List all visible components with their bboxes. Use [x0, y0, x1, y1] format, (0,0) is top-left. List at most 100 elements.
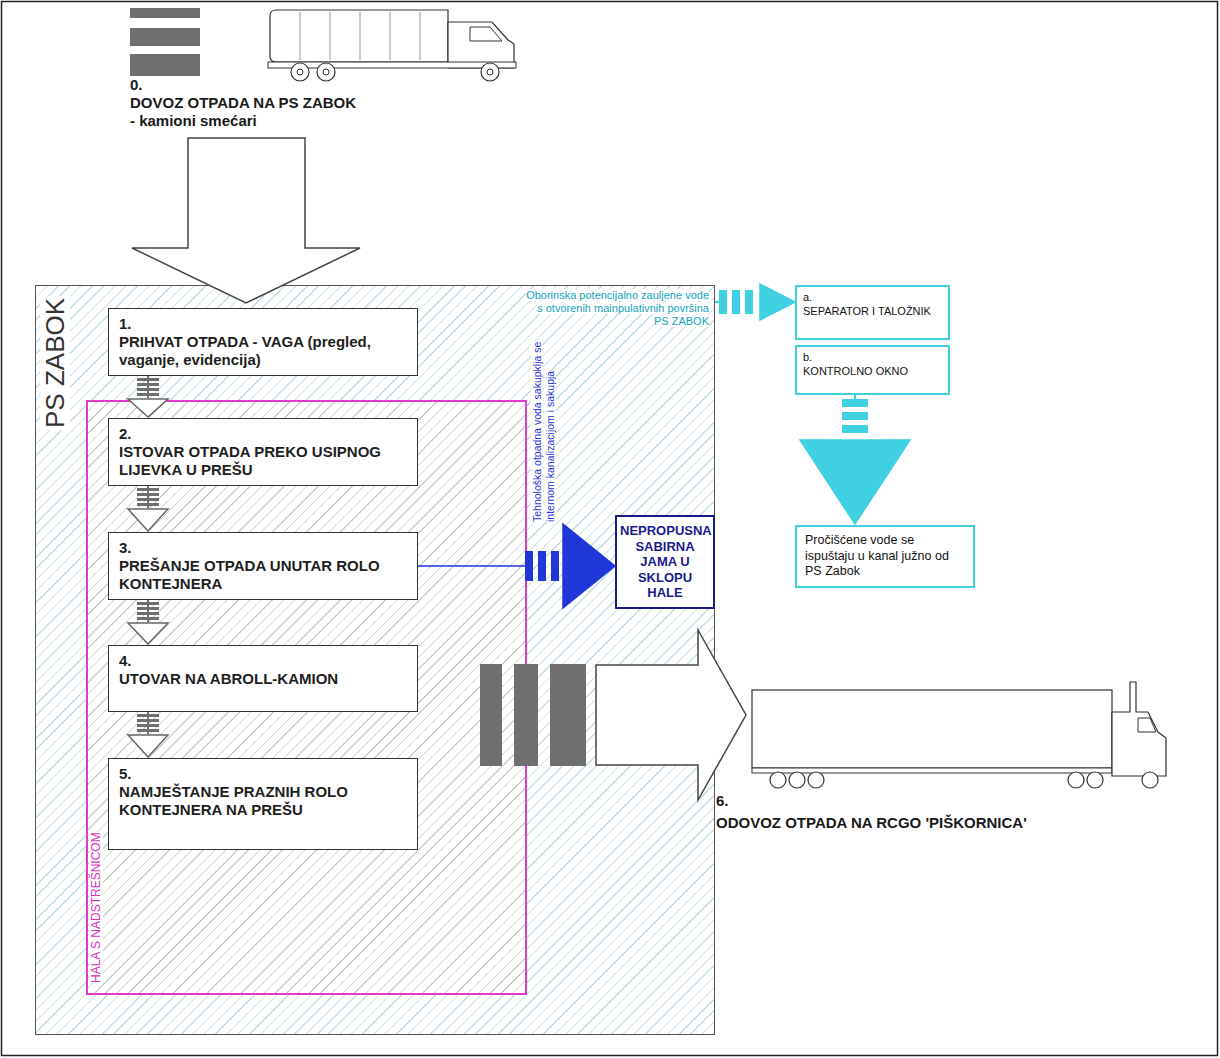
inflow-arrow	[132, 138, 360, 303]
step-number: 6.	[716, 792, 729, 810]
garbage-truck	[268, 10, 516, 81]
process-box: 4.UTOVAR NA ABROLL-KAMION	[108, 645, 418, 712]
box-text: UTOVAR NA ABROLL-KAMION	[119, 670, 407, 688]
stripe	[130, 28, 200, 46]
stripe	[551, 551, 559, 581]
connector	[800, 395, 910, 524]
process-box: 3.PREŠANJE OTPADA UNUTAR ROLO KONTEJNERA	[108, 532, 418, 600]
site-region: PS ZABOK 1.PRIHVAT OTPADA - VAGA (pregled…	[35, 285, 715, 1035]
connector	[128, 486, 168, 531]
stripe	[137, 617, 159, 620]
step-number: 2.	[119, 425, 407, 443]
label-holder: - kamioni smećari	[130, 112, 257, 130]
process-box: 1.PRIHVAT OTPADA - VAGA (pregled, vaganj…	[108, 308, 418, 376]
process-box: 5.NAMJEŠTANJE PRAZNIH ROLO KONTEJNERA NA…	[108, 758, 418, 850]
connector	[418, 524, 615, 608]
wheel	[481, 63, 499, 81]
stripe	[137, 378, 159, 381]
truck-ribs	[300, 12, 420, 60]
wheel	[808, 772, 824, 788]
stripe	[137, 612, 159, 615]
tractor-cab	[1112, 682, 1166, 776]
step-number: a.	[803, 291, 942, 305]
treatment-box: a.SEPARATOR I TALOŽNIK	[795, 285, 950, 340]
truck-window	[470, 27, 502, 41]
wheel	[291, 63, 309, 81]
connector	[128, 712, 168, 757]
step-number: 5.	[119, 765, 407, 783]
vertical-label: PS ZABOK	[40, 296, 70, 430]
box-text: ISTOVAR OTPADA PREKO USIPNOG LIJEVKA U P…	[119, 443, 407, 479]
stripe	[732, 290, 740, 314]
label-holder: 6.	[716, 792, 729, 810]
wheel	[789, 772, 805, 788]
stripe	[137, 393, 159, 396]
stripe	[137, 729, 159, 732]
hall-title: HALA S NADSTREŠNICOM	[89, 832, 103, 983]
step-label: DOVOZ OTPADA NA PS ZABOK	[130, 94, 356, 112]
stripe	[514, 664, 538, 766]
arrow-head	[563, 524, 615, 608]
edge-label-holder: Oborinska potencijalno zauljene vode s o…	[524, 289, 709, 328]
stripe	[137, 602, 159, 605]
connector	[715, 284, 795, 320]
trailer	[752, 690, 1112, 768]
step-number: 0.	[130, 76, 143, 94]
wheel	[1087, 772, 1103, 788]
semi-truck	[752, 682, 1166, 788]
outflow-arrow	[596, 630, 746, 800]
wheel	[1142, 772, 1158, 788]
arrow-head	[128, 735, 168, 757]
stripe	[550, 664, 586, 766]
wheel	[1068, 772, 1084, 788]
step-label: - kamioni smećari	[130, 112, 257, 130]
trailer-base	[752, 768, 1112, 773]
truck-body	[270, 10, 448, 62]
box-text: NEPROPUSNA SABIRNA JAMA U SKLOPU HALE	[620, 523, 710, 601]
step-number: 1.	[119, 315, 407, 333]
box-text: PREŠANJE OTPADA UNUTAR ROLO KONTEJNERA	[119, 557, 407, 593]
truck-cab	[448, 22, 514, 68]
stripe	[137, 388, 159, 391]
wheel	[317, 63, 335, 81]
stripe	[525, 551, 533, 581]
stripe	[130, 54, 200, 76]
stripe	[842, 412, 868, 420]
box-text: SEPARATOR I TALOŽNIK	[803, 305, 942, 319]
edge-label-holder: Tehnološka otpadna voda sakupklja se int…	[531, 322, 557, 522]
wheel-hub	[323, 69, 329, 75]
region-title: PS ZABOK	[40, 296, 70, 430]
box-text: Pročišćene vode se ispuštaju u kanal juž…	[805, 533, 965, 580]
stripe	[137, 607, 159, 610]
edge-label: Oborinska potencijalno zauljene vode s o…	[526, 289, 709, 327]
box-text: PRIHVAT OTPADA - VAGA (pregled, vaganje,…	[119, 333, 407, 369]
stripe	[137, 503, 159, 506]
stripe	[137, 714, 159, 717]
edge-label: Tehnološka otpadna voda sakupklja se int…	[531, 342, 556, 522]
stripe	[719, 290, 727, 314]
arrow-head	[128, 509, 168, 531]
stripe	[137, 719, 159, 722]
step-number: 3.	[119, 539, 407, 557]
step-number: 4.	[119, 652, 407, 670]
label-holder: 0.	[130, 76, 143, 94]
arrow-head	[760, 284, 795, 320]
treatment-box: b.KONTROLNO OKNO	[795, 345, 950, 395]
box-text: NAMJEŠTANJE PRAZNIH ROLO KONTEJNERA NA P…	[119, 783, 407, 819]
wheel-hub	[487, 69, 493, 75]
tractor-window	[1138, 718, 1156, 732]
step-number: b.	[803, 351, 942, 365]
outlet-box: Pročišćene vode se ispuštaju u kanal juž…	[795, 525, 975, 588]
connector-line	[418, 565, 527, 567]
wheel-hub	[297, 69, 303, 75]
stripe	[137, 383, 159, 386]
label-holder: DOVOZ OTPADA NA PS ZABOK	[130, 94, 356, 112]
tank-box: NEPROPUSNA SABIRNA JAMA U SKLOPU HALE	[615, 515, 715, 609]
label-holder: ODOVOZ OTPADA NA RCGO 'PIŠKORNICA'	[716, 814, 1027, 832]
step-label: ODOVOZ OTPADA NA RCGO 'PIŠKORNICA'	[716, 814, 1027, 832]
stripe	[130, 8, 200, 18]
